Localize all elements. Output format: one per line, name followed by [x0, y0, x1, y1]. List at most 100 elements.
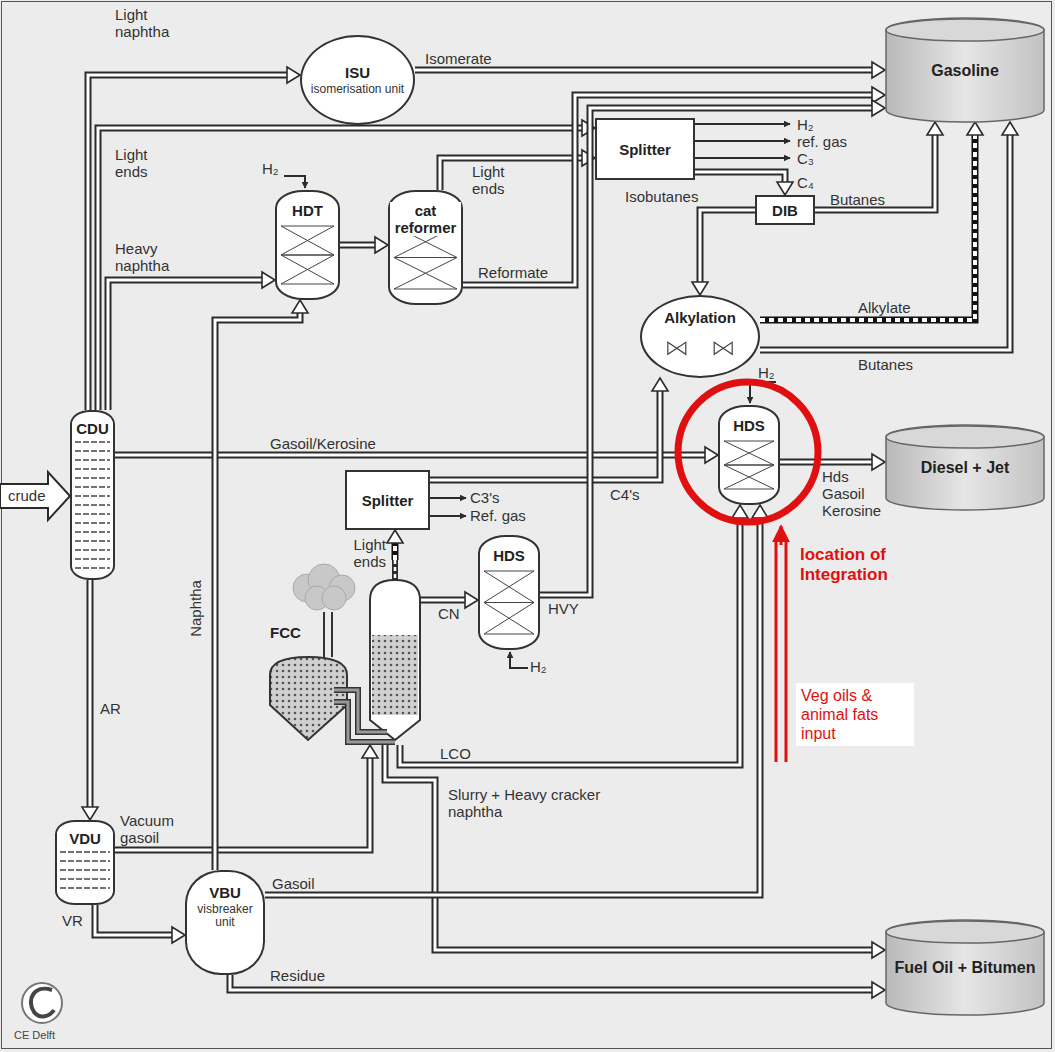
pipe-core	[385, 745, 873, 950]
arrowhead	[262, 272, 275, 288]
arrowhead	[465, 592, 478, 608]
pipe-label: Vacuum gasoil	[120, 812, 190, 846]
pipe-outline	[95, 905, 173, 935]
arrowhead	[1002, 122, 1018, 135]
arrowhead	[287, 67, 300, 83]
packing-line	[724, 489, 774, 490]
product-label: Hds Gasoil Kerosine	[822, 468, 880, 519]
pipe-core	[760, 134, 1010, 350]
pipe-outline	[463, 95, 873, 285]
arrowhead	[652, 378, 668, 391]
pipe-outline	[87, 580, 94, 808]
node-title: Gasoline	[931, 61, 999, 80]
tray-line	[75, 513, 110, 515]
pipe-core	[700, 210, 755, 283]
node-subtitle: isomerisation unit	[311, 83, 404, 96]
alkylation-vessel: Alkylation	[640, 295, 760, 378]
pipe-core	[265, 517, 760, 895]
pipe-outline	[392, 542, 399, 560]
pipe-outline	[780, 459, 873, 466]
pipe-outline	[108, 280, 263, 410]
splitter-box: Splitter	[595, 118, 695, 180]
arrowheads	[1002, 122, 1018, 135]
tray-line	[75, 441, 110, 443]
flow-connector	[115, 745, 378, 850]
vessel-internals	[642, 297, 758, 376]
pipe-core	[89, 580, 92, 808]
arrowheads	[872, 942, 885, 958]
packing-line	[484, 571, 534, 603]
flow-connector	[400, 505, 748, 765]
tray-line	[75, 486, 110, 488]
storage-tank: Diesel + Jet	[885, 425, 1045, 510]
pipe-label: Light ends	[472, 163, 522, 197]
packing-line	[724, 441, 774, 442]
pipe-label-vertical: Naphtha	[187, 579, 204, 639]
packing-line	[281, 255, 334, 284]
unit-vessel: VBUvisbreaker unit	[185, 870, 265, 975]
node-title: Diesel + Jet	[921, 458, 1010, 477]
pipe-core	[230, 975, 873, 990]
tray-line	[75, 504, 110, 506]
arrowheads	[375, 237, 388, 253]
pipe-label: C₄	[797, 174, 814, 191]
flow-connector	[95, 905, 185, 943]
regenerator-vessel	[270, 657, 347, 740]
packing-line	[281, 226, 334, 255]
tray-line	[75, 549, 110, 551]
pipe-label: Gasoil/Kerosine	[270, 435, 376, 452]
stream-label: C3's	[470, 489, 500, 506]
reactor-vessel: HDS	[718, 405, 780, 505]
arrowheads	[652, 378, 668, 391]
catalyst-pipe	[334, 690, 395, 742]
arrowheads	[82, 807, 98, 820]
pipe-outline	[115, 452, 706, 459]
flow-connector	[540, 100, 885, 595]
arrowheads	[777, 182, 793, 195]
tray-line	[75, 459, 110, 461]
arrowhead	[172, 927, 185, 943]
tray-line	[60, 851, 110, 853]
pipe-core	[780, 461, 873, 464]
pipe-label: LCO	[440, 745, 471, 762]
pipe-core	[115, 757, 370, 850]
pipe-core	[108, 280, 263, 410]
pipe-label: Residue	[270, 967, 325, 984]
tray-line	[75, 540, 110, 542]
flow-connector	[340, 237, 388, 253]
node-title: HDS	[492, 547, 526, 564]
pipe-outline	[440, 158, 583, 190]
tray-line	[75, 450, 110, 452]
pipe-label: Alkylate	[858, 299, 911, 316]
pipe-outline	[400, 517, 740, 765]
pipe-label: AR	[100, 700, 121, 717]
arrowhead	[967, 122, 983, 135]
tray-line	[75, 531, 110, 533]
packing-line	[484, 634, 534, 635]
pipe-label: Reformate	[478, 264, 548, 281]
arrowhead	[872, 454, 885, 470]
distillation-column: VDU	[55, 820, 115, 905]
fcc-unit: FCC	[262, 560, 420, 745]
packing-line	[394, 289, 457, 290]
packing-line	[724, 465, 774, 466]
flow-connector	[88, 67, 300, 410]
packing-line	[394, 258, 457, 290]
pipe-label: HVY	[548, 600, 579, 617]
stream-label: H₂	[797, 116, 814, 133]
fcc-drawing	[262, 560, 420, 745]
pipe-outline	[265, 517, 760, 895]
arrowheads	[172, 927, 185, 943]
tray-line	[75, 468, 110, 470]
arrowheads	[292, 300, 308, 313]
node-title: cat reformer	[390, 202, 461, 236]
packing-line	[724, 465, 774, 489]
flow-connector	[695, 172, 793, 195]
flow-connector	[430, 378, 668, 480]
packing-line	[394, 258, 457, 290]
pipe-outline	[415, 67, 873, 74]
flow-connector	[780, 454, 885, 470]
tank-top	[886, 426, 1044, 448]
hydrogen-feeds	[284, 176, 776, 668]
tray-line	[75, 477, 110, 479]
